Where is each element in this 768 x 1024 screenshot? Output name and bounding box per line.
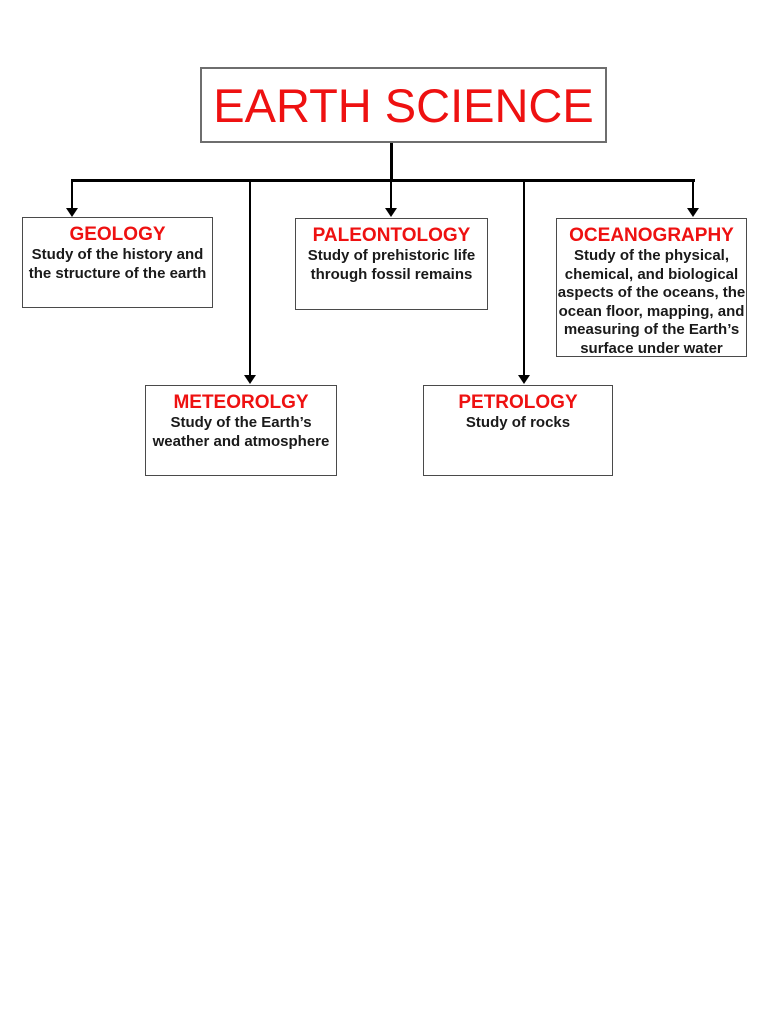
arrowhead-petrology-icon [518,375,530,384]
node-meteorolgy-title: METEOROLGY [173,392,309,413]
connector-stem-paleontology [390,180,392,210]
connector-stem-petrology [523,180,525,377]
arrowhead-geology-icon [66,208,78,217]
node-paleontology: PALEONTOLOGY Study of prehistoric life t… [295,218,488,310]
node-meteorolgy: METEOROLGY Study of the Earth’s weather … [145,385,337,476]
node-geology-description: Study of the history and the structure o… [28,246,207,282]
root-node-title: EARTH SCIENCE [213,78,594,132]
connector-stem-meteorolgy [249,180,251,377]
node-meteorolgy-description: Study of the Earth’s weather and atmosph… [152,414,330,450]
connector-stem-oceanography [692,180,694,210]
connector-root-stem [390,143,393,182]
connector-stem-geology [71,180,73,210]
node-paleontology-title: PALEONTOLOGY [312,225,471,246]
node-geology-title: GEOLOGY [69,224,166,245]
node-petrology: PETROLOGY Study of rocks [423,385,613,476]
arrowhead-meteorolgy-icon [244,375,256,384]
node-geology: GEOLOGY Study of the history and the str… [22,217,213,308]
arrowhead-paleontology-icon [385,208,397,217]
node-paleontology-description: Study of prehistoric life through fossil… [307,247,476,283]
arrowhead-oceanography-icon [687,208,699,217]
node-oceanography: OCEANOGRAPHY Study of the physical, chem… [556,218,747,357]
node-petrology-description: Study of rocks [465,414,571,431]
root-node-earth-science: EARTH SCIENCE [200,67,607,143]
node-petrology-title: PETROLOGY [458,392,578,413]
node-oceanography-description: Study of the physical, chemical, and bio… [557,247,746,357]
connector-horizontal-bar [71,179,695,182]
node-oceanography-title: OCEANOGRAPHY [569,225,734,246]
